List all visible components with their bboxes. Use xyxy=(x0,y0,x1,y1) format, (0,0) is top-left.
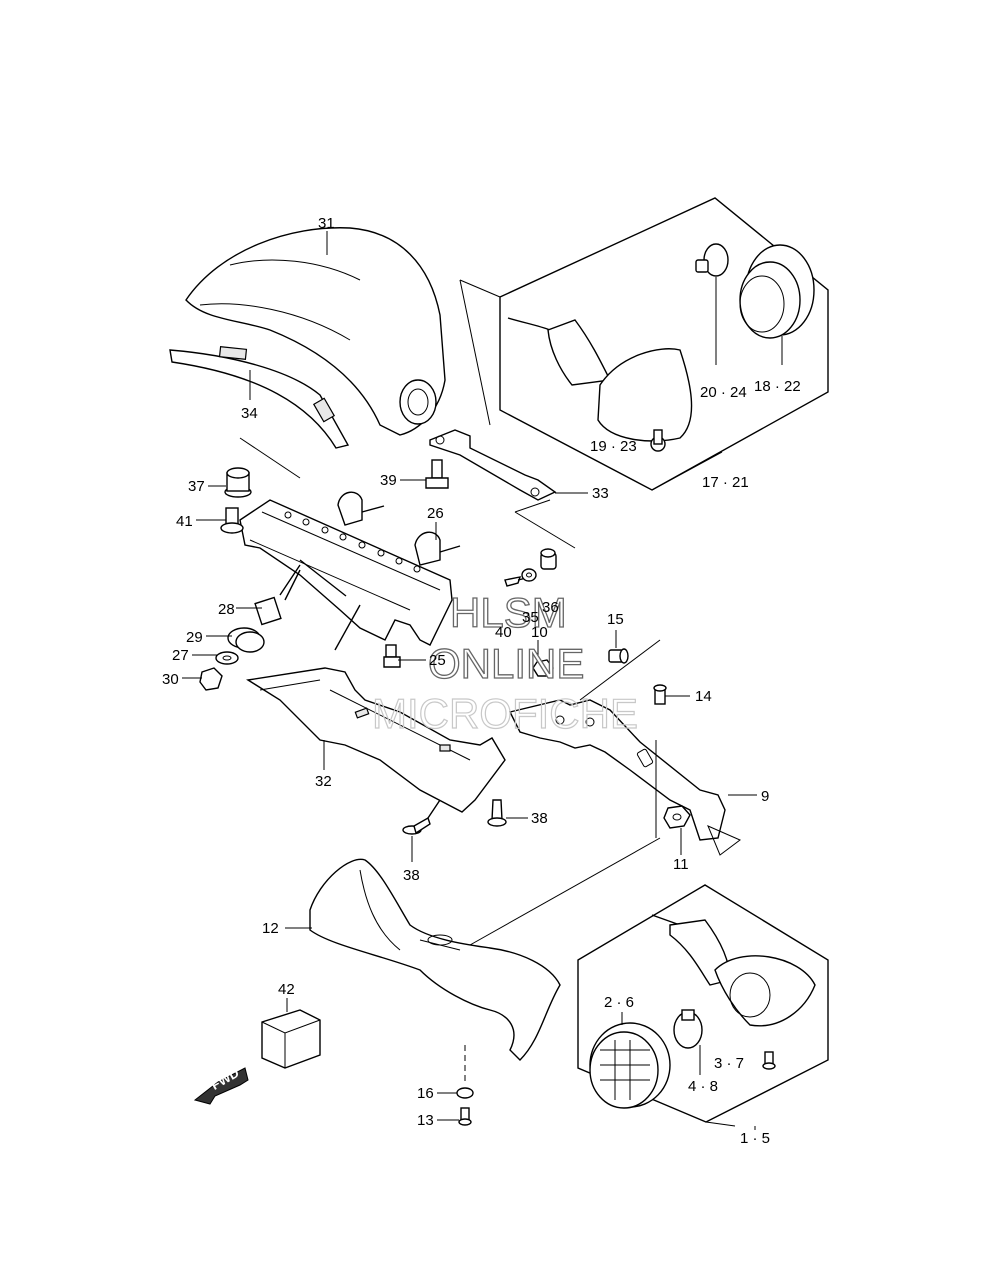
label-18-22: 18 · 22 xyxy=(754,378,801,395)
label-40: 40 xyxy=(495,624,512,641)
watermark-line1: HLSM xyxy=(450,589,567,636)
label-9: 9 xyxy=(761,788,769,805)
mounting-plate-32 xyxy=(246,667,506,831)
bolt-39 xyxy=(425,459,449,489)
bolt-15 xyxy=(608,648,629,664)
label-31: 31 xyxy=(318,215,335,232)
label-27: 27 xyxy=(172,647,189,664)
label-3-7: 3 · 7 xyxy=(714,1055,744,1072)
label-20-24: 20 · 24 xyxy=(700,384,747,401)
label-17-21: 17 · 21 xyxy=(702,474,749,491)
label-38-left: 38 xyxy=(403,867,420,884)
label-28: 28 xyxy=(218,601,235,618)
nut-10 xyxy=(532,659,554,677)
label-4-8: 4 · 8 xyxy=(688,1078,718,1095)
leader-lines xyxy=(182,231,757,1130)
relay-42 xyxy=(261,1009,321,1069)
nut-30 xyxy=(199,667,223,691)
label-35: 35 xyxy=(522,609,539,626)
washer-16 xyxy=(456,1087,474,1099)
watermark-line2: ONLINE xyxy=(428,640,584,687)
label-11: 11 xyxy=(673,856,689,873)
front-turn-signal-group xyxy=(577,884,829,1127)
label-26: 26 xyxy=(427,505,444,522)
washer-27 xyxy=(215,651,239,665)
lamp-bracket-26 xyxy=(239,491,461,651)
rivet-38-right xyxy=(487,799,507,827)
label-30: 30 xyxy=(162,671,179,688)
label-36: 36 xyxy=(542,599,559,616)
bolt-14 xyxy=(653,684,667,705)
part-labels: 31 34 37 41 39 33 26 28 29 27 30 25 35 3… xyxy=(162,215,801,1147)
collar-36 xyxy=(540,548,557,570)
label-16: 16 xyxy=(417,1085,434,1102)
forward-arrow: FWD xyxy=(193,1065,249,1105)
label-2-6: 2 · 6 xyxy=(604,994,634,1011)
bolt-13 xyxy=(458,1107,472,1126)
label-1-5: 1 · 5 xyxy=(740,1130,770,1147)
label-12: 12 xyxy=(262,920,279,937)
watermark-line3: MICROFICHE xyxy=(372,690,638,737)
label-39: 39 xyxy=(380,472,397,489)
label-34: 34 xyxy=(241,405,258,422)
rear-fender-cover-31 xyxy=(185,227,446,436)
label-29: 29 xyxy=(186,629,203,646)
washer-35 xyxy=(521,568,537,582)
collar-28 xyxy=(254,564,301,626)
label-33: 33 xyxy=(592,485,609,502)
bracket-holes xyxy=(284,511,421,573)
label-10: 10 xyxy=(531,624,548,641)
lower-cover-12 xyxy=(309,858,561,1061)
label-19-23: 19 · 23 xyxy=(590,438,637,455)
bracket-33 xyxy=(429,429,576,549)
bracket-9 xyxy=(508,639,741,856)
label-14: 14 xyxy=(695,688,712,705)
label-41: 41 xyxy=(176,513,193,530)
nut-11 xyxy=(663,805,691,829)
label-42: 42 xyxy=(278,981,295,998)
bolt-41 xyxy=(220,507,244,534)
label-25: 25 xyxy=(429,652,446,669)
label-37: 37 xyxy=(188,478,205,495)
label-15: 15 xyxy=(607,611,624,628)
bolt-25 xyxy=(383,644,401,668)
grommet-37 xyxy=(224,467,252,498)
watermark: HLSM ONLINE MICROFICHE xyxy=(371,588,638,737)
grommet-29 xyxy=(227,627,265,653)
label-38-right: 38 xyxy=(531,810,548,827)
rear-turn-signal-group xyxy=(459,197,829,491)
rivet-38-left xyxy=(402,816,431,835)
label-32: 32 xyxy=(315,773,332,790)
reflector-strip-34 xyxy=(169,346,350,449)
label-13: 13 xyxy=(417,1112,434,1129)
